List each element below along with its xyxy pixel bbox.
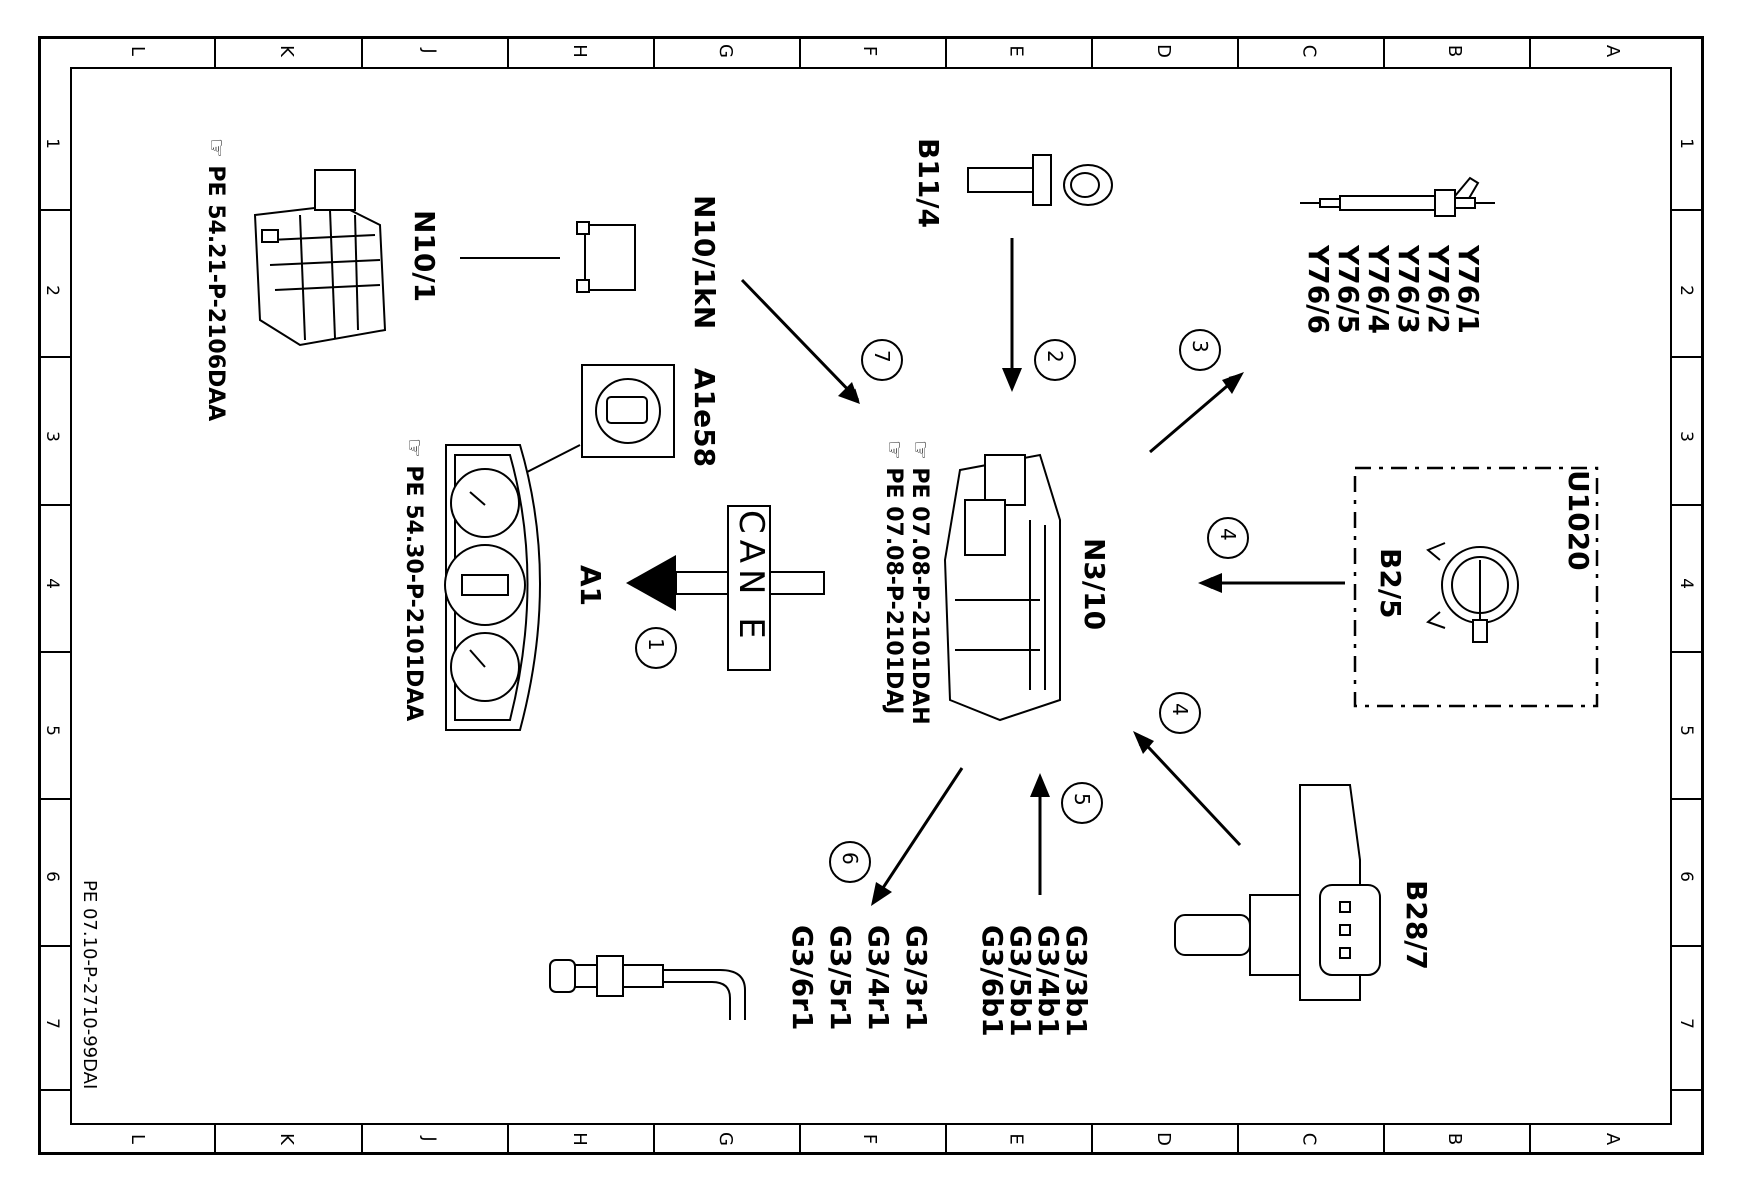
- col-letter: H: [568, 1132, 590, 1146]
- inner-frame: [70, 67, 1672, 1125]
- a1-reference: ☞ PE 54.30-P-2101DAA: [401, 438, 426, 722]
- b11-4-sensor-drawing: [967, 154, 1113, 206]
- n3-10-ecu-drawing: [943, 453, 1061, 722]
- col-letter: J: [418, 1136, 440, 1142]
- y76-injector-drawing: [1300, 176, 1495, 217]
- g3-6b1-label: G3/6b1: [976, 925, 1009, 1037]
- g3-5b1-label: G3/5b1: [1004, 925, 1037, 1037]
- a1-cluster-drawing: [444, 444, 541, 731]
- col-letter: L: [127, 1133, 149, 1145]
- row-number: 4: [1675, 578, 1696, 589]
- b2-5-label: B2/5: [1374, 548, 1407, 619]
- grid-ticks: [38, 36, 1704, 1155]
- col-letter: J: [418, 48, 440, 54]
- flow-arrows: [740, 238, 1345, 902]
- y76-6-label: Y76/6: [1302, 245, 1335, 334]
- col-letter: D: [1152, 44, 1174, 58]
- n3-10-reference-2: ☞ PE 07.08-P-2101DAJ: [881, 440, 906, 715]
- a1-label: A1: [574, 565, 607, 607]
- arrow-2-number: 2: [1043, 350, 1067, 363]
- g3-5r1-label: G3/5r1: [824, 925, 857, 1031]
- col-letter: A: [1602, 44, 1624, 58]
- n10-1kn-relay-drawing: [576, 221, 636, 293]
- b2-5-sensor-drawing: [1426, 542, 1519, 643]
- col-letter: E: [1005, 45, 1027, 57]
- n10-1-label: N10/1: [408, 210, 441, 303]
- y76-2-label: Y76/2: [1422, 245, 1455, 334]
- row-number: 7: [1675, 1018, 1696, 1029]
- row-number: 1: [1675, 138, 1696, 149]
- col-letter: G: [714, 44, 736, 58]
- u1020-label: U1020: [1562, 470, 1595, 571]
- row-number: 1: [41, 138, 62, 149]
- col-letter: G: [714, 1132, 736, 1146]
- n3-10-reference-1-text: PE 07.08-P-2101DAH: [907, 467, 932, 725]
- row-number: 2: [1675, 285, 1696, 296]
- col-letter: C: [1298, 1132, 1320, 1146]
- arrow-3-number: 3: [1188, 340, 1212, 353]
- arrow-7-number: 7: [870, 350, 894, 363]
- row-number: 2: [41, 285, 62, 296]
- col-letter: H: [568, 44, 590, 58]
- arrow-number-circles: [635, 329, 1249, 883]
- a1-reference-text: PE 54.30-P-2101DAA: [401, 465, 426, 722]
- g3-oxygen-sensor-drawing: [549, 955, 746, 1020]
- b28-7-sensor-drawing: [1174, 784, 1381, 1001]
- row-number: 6: [1675, 871, 1696, 882]
- col-letter: B: [1444, 44, 1466, 58]
- row-number: 3: [41, 431, 62, 442]
- row-number: 5: [1675, 725, 1696, 736]
- arrow-6-number: 6: [838, 852, 862, 865]
- n10-1-reference-text: PE 54.21-P-2106DAA: [203, 165, 228, 422]
- col-letter: C: [1298, 44, 1320, 58]
- y76-5-label: Y76/5: [1332, 245, 1365, 334]
- col-letter: D: [1152, 1132, 1174, 1146]
- row-number: 7: [41, 1018, 62, 1029]
- col-letter: K: [275, 1133, 297, 1145]
- n3-10-reference-2-text: PE 07.08-P-2101DAJ: [881, 467, 906, 715]
- col-letter: F: [859, 45, 881, 57]
- y76-1-label: Y76/1: [1452, 245, 1485, 334]
- y76-4-label: Y76/4: [1362, 245, 1395, 334]
- arrow-4a-number: 4: [1216, 528, 1240, 541]
- b11-4-label: B11/4: [912, 138, 945, 229]
- g3-3r1-label: G3/3r1: [900, 925, 933, 1031]
- col-letter: F: [859, 1133, 881, 1145]
- g3-4b1-label: G3/4b1: [1032, 925, 1065, 1037]
- arrow-4b-number: 4: [1168, 703, 1192, 716]
- n3-10-label: N3/10: [1078, 538, 1111, 631]
- col-letter: L: [127, 45, 149, 57]
- arrow-5-number: 5: [1070, 793, 1094, 806]
- row-number: 4: [41, 578, 62, 589]
- n10-1-reference: ☞ PE 54.21-P-2106DAA: [203, 138, 228, 422]
- col-letter: A: [1602, 1132, 1624, 1146]
- row-number: 6: [41, 871, 62, 882]
- y76-3-label: Y76/3: [1392, 245, 1425, 334]
- g3-3b1-label: G3/3b1: [1060, 925, 1093, 1037]
- b28-7-label: B28/7: [1400, 880, 1433, 971]
- can-bus-arrow: [626, 505, 825, 671]
- a1e58-label: A1e58: [688, 368, 721, 468]
- g3-6r1-label: G3/6r1: [786, 925, 819, 1031]
- outer-frame: [38, 36, 1704, 1155]
- can-e-label: CAN E: [731, 510, 771, 645]
- g3-4r1-label: G3/4r1: [862, 925, 895, 1031]
- row-number: 5: [41, 725, 62, 736]
- n10-1kn-label: N10/1kN: [688, 195, 721, 330]
- n3-10-reference-1: ☞ PE 07.08-P-2101DAH: [907, 440, 932, 725]
- col-letter: K: [275, 45, 297, 57]
- u1020-module-box: [1353, 466, 1599, 708]
- arrow-heads: [838, 368, 1244, 906]
- row-number: 3: [1675, 431, 1696, 442]
- col-letter: E: [1005, 1133, 1027, 1145]
- a1e58-indicator-drawing: [481, 364, 675, 496]
- arrow-1-number: 1: [644, 638, 668, 651]
- document-reference: PE 07.10-P-2710-99DAI: [79, 880, 100, 1090]
- n10-1-connector-drawing: [253, 169, 387, 347]
- col-letter: B: [1444, 1132, 1466, 1146]
